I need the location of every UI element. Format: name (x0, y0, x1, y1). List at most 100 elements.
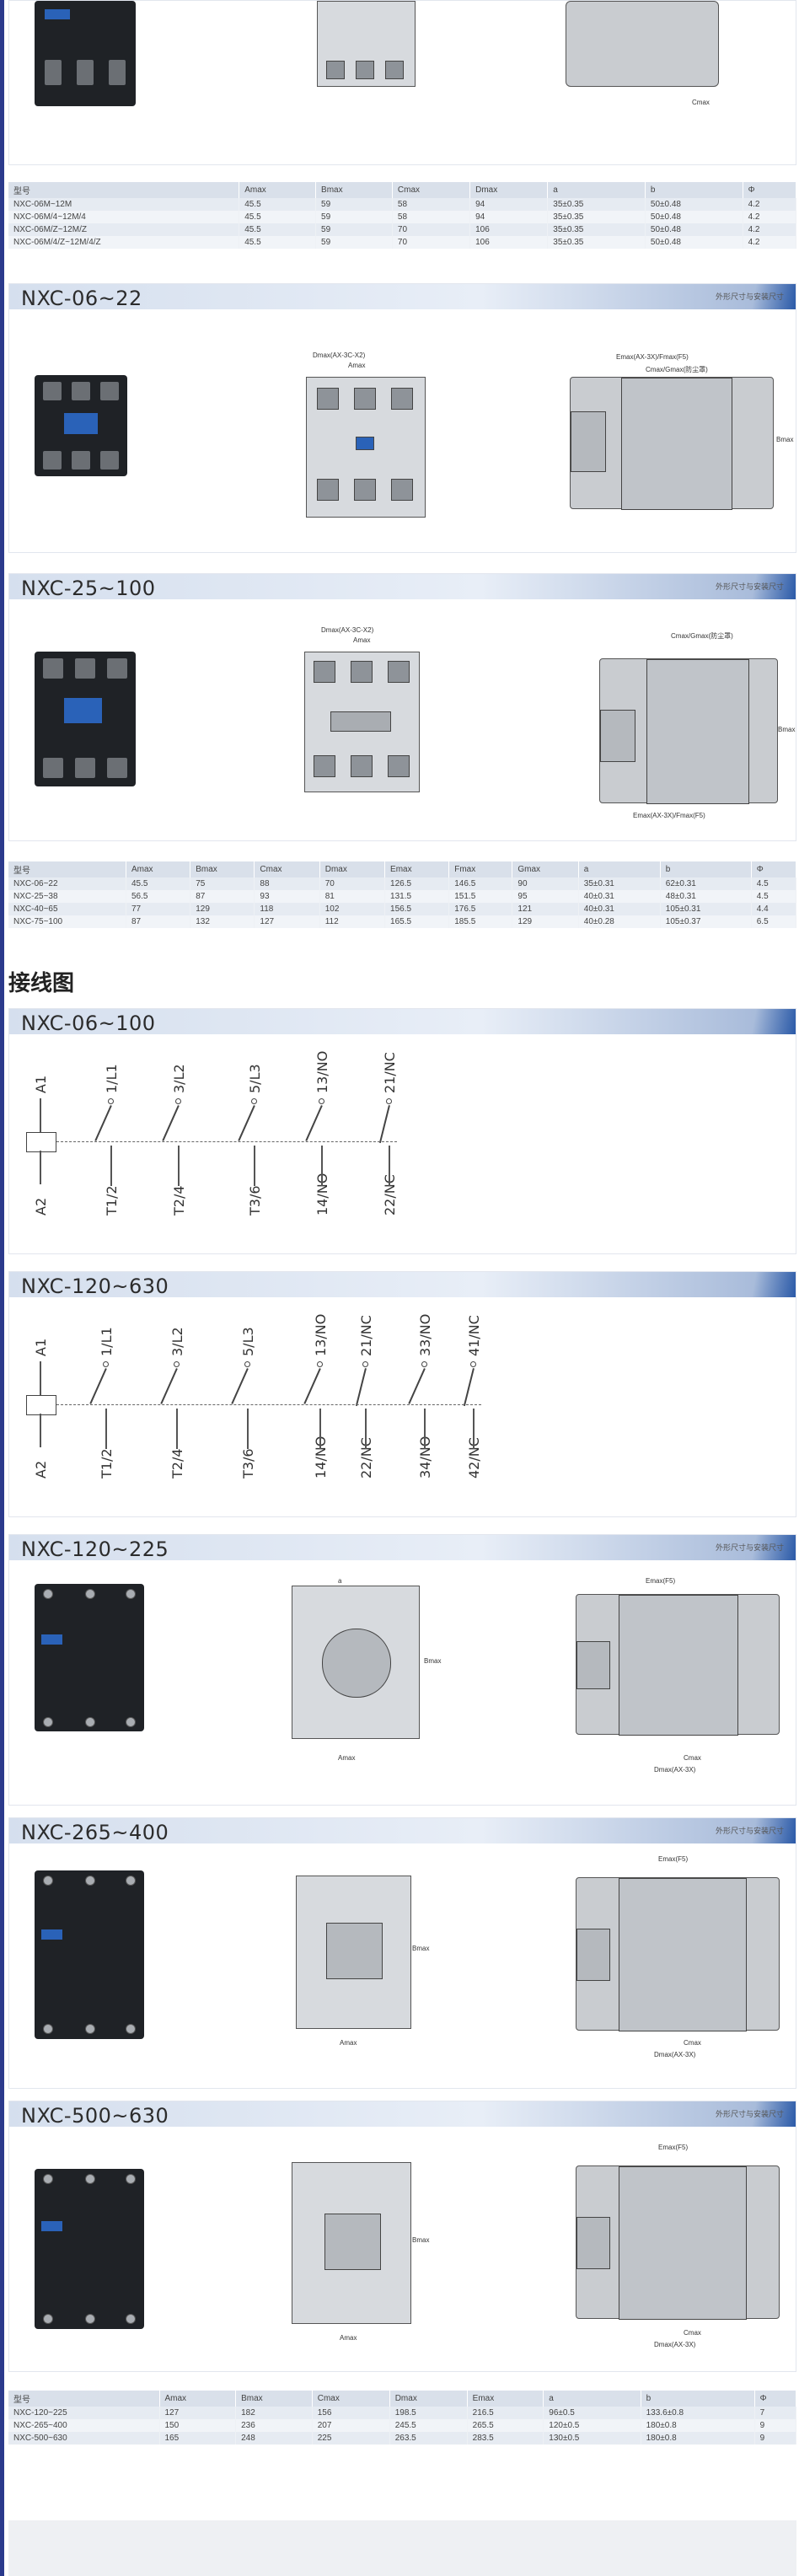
table-cell: 129 (512, 915, 579, 928)
side-view-drawing (576, 1594, 780, 1736)
table-cell: 165 (159, 2432, 237, 2445)
table-header-cell: Φ (754, 2391, 797, 2407)
amax-label: Amax (340, 2039, 357, 2047)
terminal-label-bottom: 14/NO (314, 1173, 330, 1216)
bmax-label: Bmax (778, 726, 796, 733)
terminal-label-top: 13/NO (314, 1050, 330, 1093)
table-cell: 35±0.31 (578, 877, 661, 890)
panel-header (9, 1818, 796, 1843)
bmax-label: Bmax (412, 2236, 430, 2244)
bmax-label: Bmax (776, 436, 794, 443)
table-cell: 96±0.5 (543, 2407, 641, 2419)
panel-title: NXC-265~400 (21, 1821, 169, 1844)
table-cell: 45.5 (239, 211, 317, 223)
side-sub-label: Cmax/Gmax(防尘罩) (646, 366, 708, 373)
table-cell: 48±0.31 (660, 890, 752, 903)
terminal-label-bottom: 34/NO (417, 1436, 433, 1479)
panel-title: NXC-120~630 (21, 1275, 169, 1298)
table-header-cell: Φ (751, 861, 797, 877)
panel-title: NXC-06~22 (21, 287, 142, 310)
terminal-label-bottom: T1/2 (104, 1185, 120, 1216)
table-cell: 70 (392, 236, 471, 249)
panel-title: NXC-120~225 (21, 1538, 169, 1561)
contact-switch (355, 1368, 367, 1406)
table-header-cell: Bmax (235, 2391, 313, 2407)
contactor-photo (35, 2169, 144, 2329)
table-cell: 263.5 (389, 2432, 468, 2445)
table-cell: 95 (512, 890, 579, 903)
contact-switch (463, 1368, 475, 1406)
terminal-label-top: 3/L2 (169, 1327, 185, 1356)
table-cell: 185.5 (448, 915, 513, 928)
table-cell: 87 (190, 890, 255, 903)
table-cell: 102 (319, 903, 386, 915)
panel-header (9, 574, 796, 599)
table-cell: 265.5 (467, 2419, 544, 2432)
table-header-cell: Emax (384, 861, 450, 877)
table-cell: 4.5 (751, 877, 797, 890)
terminal-label-bottom: 42/NC (466, 1437, 482, 1479)
table-cell: 236 (235, 2419, 313, 2432)
contact-node (108, 1098, 114, 1104)
contact-node (362, 1361, 368, 1367)
table-cell: 70 (319, 877, 386, 890)
table-cell: 127 (159, 2407, 237, 2419)
contact-node (244, 1361, 250, 1367)
table-cell: 146.5 (448, 877, 513, 890)
table-cell: 50±0.48 (645, 198, 743, 211)
side-view-drawing (576, 1877, 780, 2031)
side-view-drawing (599, 658, 778, 804)
terminal-label-top: 1/L1 (99, 1327, 115, 1356)
front-view-drawing (317, 1, 416, 87)
table-cell: NXC-40~65 (8, 903, 126, 915)
table-header-cell: Cmax (312, 2391, 390, 2407)
panel-nxc-120-225: NXC-120~225 外形尺寸与安装尺寸 a Bmax Amax Emax(F… (8, 1534, 796, 1806)
table-header-cell: Cmax (254, 861, 320, 877)
table-cell: 45.5 (239, 236, 317, 249)
table-cell: NXC-06M/Z~12M/Z (8, 223, 240, 236)
table-cell: 35±0.35 (547, 223, 646, 236)
panel-header (9, 284, 796, 309)
coil-symbol (26, 1395, 56, 1415)
table-cell: 6.5 (751, 915, 797, 928)
table-cell: 40±0.31 (578, 903, 661, 915)
contact-node (319, 1098, 324, 1104)
table-cell: 121 (512, 903, 579, 915)
terminal-label-bottom: T3/6 (247, 1185, 263, 1216)
terminal-label-bottom: 22/NC (358, 1437, 374, 1479)
table-cell: 245.5 (389, 2419, 468, 2432)
panel-note: 外形尺寸与安装尺寸 (715, 1543, 784, 1552)
table-header-cell: Dmax (319, 861, 386, 877)
table-header-cell: Amax (159, 2391, 237, 2407)
contact-lead (110, 1146, 112, 1186)
front-view-drawing (306, 377, 426, 518)
table-cell: 248 (235, 2432, 313, 2445)
table-cell: 126.5 (384, 877, 450, 890)
table-cell: NXC-500~630 (8, 2432, 160, 2445)
table-cell: 4.2 (743, 236, 797, 249)
table-cell: 151.5 (448, 890, 513, 903)
contact-lead (176, 1409, 178, 1449)
table-header-cell: Bmax (315, 182, 393, 198)
terminal-label-bottom: T2/4 (169, 1448, 185, 1479)
side-view-drawing (576, 2165, 780, 2320)
table-cell: 132 (190, 915, 255, 928)
table-header-cell: Cmax (392, 182, 471, 198)
cmax-label: Cmax (684, 1754, 701, 1762)
cmax-label: Cmax (684, 2329, 701, 2337)
front-view-drawing (292, 2162, 411, 2324)
contact-node (103, 1361, 109, 1367)
table-cell: 56.5 (126, 890, 191, 903)
contact-switch (408, 1368, 426, 1404)
contact-lead (424, 1409, 426, 1449)
contactor-photo (35, 652, 136, 786)
panel-note: 外形尺寸与安装尺寸 (715, 292, 784, 301)
table-cell: 87 (126, 915, 191, 928)
table-cell: 180±0.8 (641, 2432, 755, 2445)
